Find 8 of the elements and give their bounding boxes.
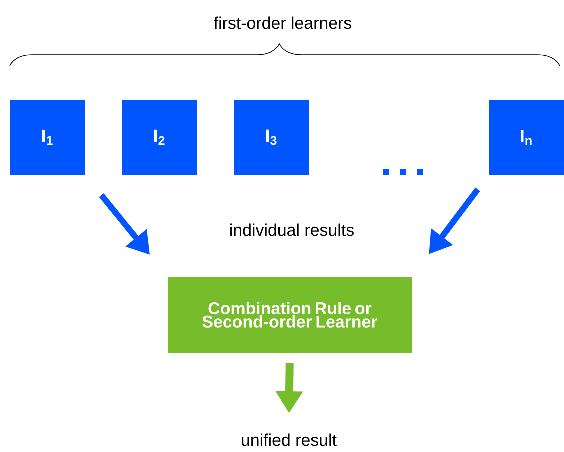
learner-box: I$_{1}$ (10, 100, 85, 175)
label: first-order learners (214, 16, 352, 30)
learner-box: I$_{3}$ (234, 100, 309, 175)
process-box: Combination Rule or Second-order Learner (168, 277, 412, 353)
result-text: unified result (242, 434, 337, 446)
learner-box: I$_{2}$ (122, 100, 197, 175)
learner-box: I$_{n}$ (489, 100, 564, 175)
label: individual results (230, 224, 354, 236)
